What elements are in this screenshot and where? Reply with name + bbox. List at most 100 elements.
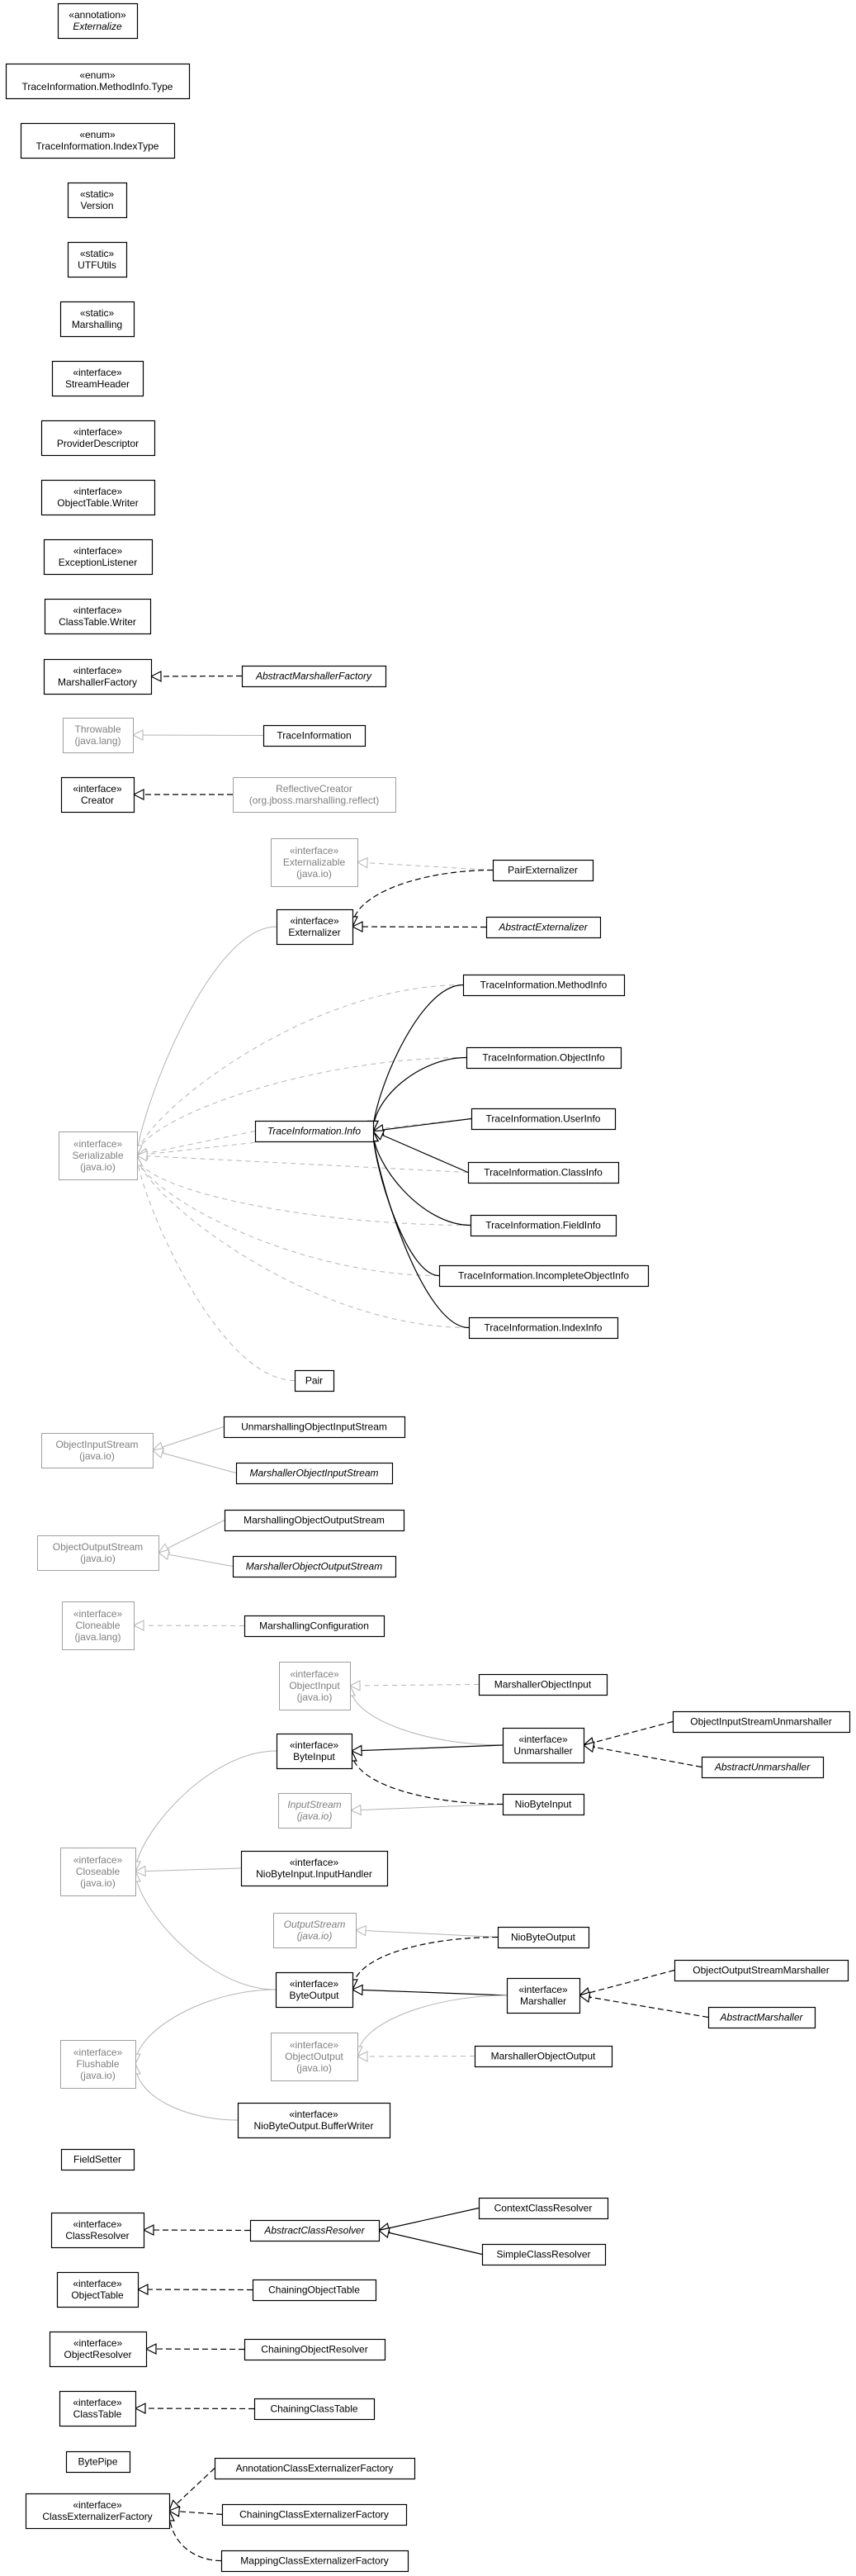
class-name-label: SimpleClassResolver <box>496 2249 590 2261</box>
class-name-label: TraceInformation.UserInfo <box>486 1113 601 1125</box>
class-box <box>40 479 156 516</box>
package-label: (java.io) <box>80 1877 116 1889</box>
class-name-label: TraceInformation.IncompleteObjectInfo <box>458 1270 629 1282</box>
stereotype-label: «interface» <box>73 367 122 378</box>
class-box <box>438 1264 650 1288</box>
edge-mapping-class-externalizer-factory-to-class-externalizer-factory <box>168 2510 222 2562</box>
package-label: (java.io) <box>297 1810 333 1822</box>
class-box <box>223 1416 406 1439</box>
class-box <box>49 2331 148 2368</box>
arrowhead-icon <box>132 1620 144 1631</box>
class-name-label: Flushable <box>76 2058 119 2070</box>
class-box <box>40 420 156 457</box>
class-box <box>467 1161 620 1184</box>
class-name-label: NioByteInput <box>515 1799 572 1810</box>
stereotype-label: «interface» <box>290 915 339 927</box>
class-box <box>41 1433 154 1468</box>
class-box <box>67 182 128 219</box>
class-box <box>672 1710 851 1734</box>
stereotype-label: «interface» <box>73 783 122 795</box>
class-name-label: NioByteOutput.BufferWriter <box>254 2120 374 2132</box>
edge-pair-externalizer-to-externalizable-io <box>357 861 494 871</box>
edge-class-info-to-serializable-io <box>136 1155 469 1173</box>
stereotype-label: «interface» <box>290 1857 339 1868</box>
stereotype-label: «interface» <box>73 2278 122 2289</box>
class-name-label: Throwable <box>74 723 121 735</box>
class-node-stream-header: «interface»StreamHeader <box>51 360 144 397</box>
class-name-label: Externalizable <box>283 856 346 868</box>
class-box <box>478 2197 609 2220</box>
class-box <box>233 777 396 813</box>
edge-input-handler-to-closeable-io <box>135 1867 242 1872</box>
class-node-object-table-writer: «interface»ObjectTable.Writer <box>40 479 156 516</box>
class-node-annotation-class-externalizer-factory: AnnotationClassExternalizerFactory <box>214 2457 416 2480</box>
class-name-label: ObjectTable.Writer <box>57 497 138 509</box>
class-node-byte-input: «interface»ByteInput <box>276 1733 353 1770</box>
class-box <box>271 838 358 887</box>
class-box <box>262 724 367 747</box>
class-node-class-table-writer: «interface»ClassTable.Writer <box>44 598 152 635</box>
class-name-label: Version <box>80 200 113 211</box>
class-node-nio-byte-output: NioByteOutput <box>497 1926 590 1949</box>
class-name-label: Creator <box>81 795 114 806</box>
class-box <box>241 665 387 688</box>
class-box <box>220 2550 409 2573</box>
class-node-object-input-stream-io: ObjectInputStream(java.io) <box>41 1433 154 1468</box>
class-node-nio-byte-input: NioByteInput <box>502 1793 585 1816</box>
edge-object-input-stream-unmarshaller-to-unmarshaller <box>583 1720 674 1746</box>
stereotype-label: «interface» <box>73 2218 122 2230</box>
class-node-output-stream-io: OutputStream(java.io) <box>273 1913 357 1948</box>
class-node-exception-listener: «interface»ExceptionListener <box>43 538 154 576</box>
edge-unmarshalling-object-input-stream-to-object-input-stream-io <box>152 1426 225 1451</box>
stereotype-label: «interface» <box>290 2039 339 2051</box>
class-box <box>244 2338 386 2361</box>
class-node-pair-externalizer: PairExternalizer <box>492 859 594 882</box>
class-name-label: TraceInformation.ClassInfo <box>484 1167 603 1179</box>
class-box <box>59 301 135 338</box>
package-label: (java.io) <box>296 868 332 880</box>
stereotype-label: «static» <box>80 248 115 259</box>
arrowhead-icon <box>348 1680 361 1691</box>
edge-unmarshaller-to-object-input-io <box>349 1685 504 1746</box>
package-label: (java.io) <box>80 1161 116 1173</box>
class-name-label: MarshallerFactory <box>58 676 137 688</box>
class-name-label: ProviderDescriptor <box>57 438 139 449</box>
class-box <box>674 1959 849 1982</box>
class-node-marshaller-factory: «interface»MarshallerFactory <box>43 658 153 695</box>
class-box <box>497 1926 590 1949</box>
class-name-label: AbstractMarshaller <box>719 2012 803 2023</box>
class-node-provider-descriptor: «interface»ProviderDescriptor <box>40 420 156 457</box>
class-node-index-type: «enum»TraceInformation.IndexType <box>20 122 176 159</box>
class-box <box>253 2398 376 2421</box>
class-name-label: ObjectOutputStreamMarshaller <box>693 1965 829 1976</box>
edge-chaining-class-table-to-class-table <box>135 2408 255 2410</box>
class-box <box>478 1673 608 1696</box>
stereotype-label: «interface» <box>73 605 122 616</box>
class-node-externalizer: «interface»Externalizer <box>276 908 354 946</box>
edge-marshalling-configuration-to-cloneable-lang <box>133 1625 245 1626</box>
arrowhead-icon <box>136 2284 149 2296</box>
class-name-label: ExceptionListener <box>59 557 137 568</box>
class-name-label: ObjectInputStream <box>55 1439 138 1450</box>
edge-chaining-object-resolver-to-object-resolver <box>145 2348 245 2351</box>
class-node-input-handler: «interface»NioByteInput.InputHandler <box>240 1850 389 1887</box>
stereotype-label: «interface» <box>73 1138 123 1150</box>
node-layer: «annotation»Externalize«enum»TraceInform… <box>5 2 851 2573</box>
edge-byte-input-to-closeable-io <box>135 1750 277 1872</box>
class-name-label: AbstractUnmarshaller <box>714 1762 811 1773</box>
class-box <box>224 1509 405 1532</box>
class-node-class-externalizer-factory: «interface»ClassExternalizerFactory <box>25 2493 171 2530</box>
class-name-label: NioByteInput.InputHandler <box>256 1868 372 1880</box>
class-node-flushable-io: «interface»Flushable(java.io) <box>60 2040 136 2089</box>
class-box <box>275 1971 354 2009</box>
edge-simple-class-resolver-to-abstract-class-resolver <box>378 2229 483 2256</box>
class-box <box>235 1462 394 1485</box>
class-box <box>279 1662 351 1710</box>
class-node-mapping-class-externalizer-factory: MappingClassExternalizerFactory <box>220 2550 409 2573</box>
class-node-abstract-unmarshaller: AbstractUnmarshaller <box>701 1756 825 1779</box>
class-name-label: ObjectResolver <box>64 2349 131 2360</box>
class-box <box>701 1756 825 1779</box>
package-label: (java.io) <box>80 2070 116 2081</box>
class-name-label: ChainingClassTable <box>270 2403 357 2415</box>
class-node-simple-class-resolver: SimpleClassResolver <box>481 2243 607 2266</box>
